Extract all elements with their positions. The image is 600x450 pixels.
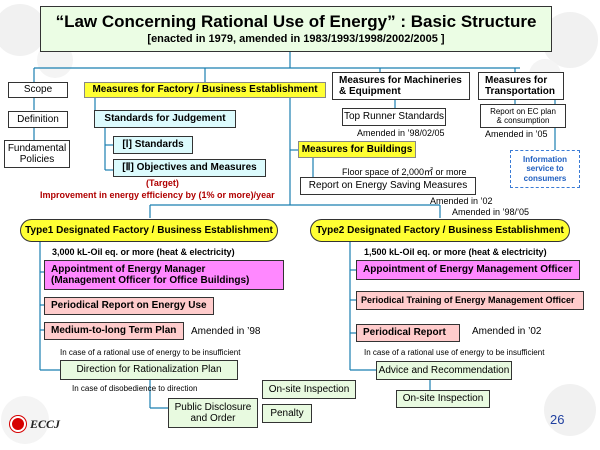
definition-box: Definition [8,111,68,128]
public-disclosure-line1: Public Disclosure [174,401,252,413]
energy-officer-label: Appointment of Energy Management Officer [363,264,573,276]
buildings-amended-1: Amended in ’02 [430,196,493,206]
type2-header-label: Type2 Designated Factory / Business Esta… [316,224,564,236]
page-number: 26 [550,412,565,427]
info-service-box: Information service to consumers [510,150,580,188]
top-runner-box: Top Runner Standards [342,108,446,126]
type1-header: Type1 Designated Factory / Business Esta… [20,219,278,242]
type2-periodical-report-box: Periodical Report [356,324,460,342]
plan-amended: Amended in ’98 [191,326,261,337]
energy-officer-box: Appointment of Energy Management Officer [356,260,580,280]
info-service-line1: Information [523,155,567,165]
eccj-logo: ECCJ [10,416,60,432]
type2-threshold: 1,500 kL-Oil eq. or more (heat & electri… [364,247,547,257]
policies-box: Fundamental Policies [4,140,70,168]
type1-header-label: Type1 Designated Factory / Business Esta… [25,224,273,236]
machinery-header: Measures for Machineries & Equipment [332,72,470,100]
type1-insufficient-text: In case of a rational use of energy to b… [60,348,241,357]
energy-manager-box: Appointment of Energy Manager (Managemen… [44,260,284,290]
standards-item-1: [Ⅰ] Standards [113,136,193,154]
floor-space-text: Floor space of 2,000㎡ or more [342,167,467,177]
type1-threshold: 3,000 kL-Oil eq. or more (heat & electri… [52,247,235,257]
penalty-label: Penalty [270,407,304,419]
type1-onsite-inspection-box: On-site Inspection [262,380,356,399]
title-box: “Law Concerning Rational Use of Energy” … [40,6,552,52]
page-subtitle: [enacted in 1979, amended in 1983/1993/1… [147,33,445,46]
standards-item-1-label: [Ⅰ] Standards [122,139,184,151]
type2-onsite-inspection-label: On-site Inspection [402,393,484,405]
public-disclosure-box: Public Disclosure and Order [168,398,258,428]
officer-training-box: Periodical Training of Energy Management… [356,291,584,310]
eccj-logo-icon [10,416,26,432]
top-runner-label: Top Runner Standards [343,111,445,123]
page-title: “Law Concerning Rational Use of Energy” … [55,11,537,31]
factory-header-label: Measures for Factory / Business Establis… [92,84,318,96]
periodical-report-energy-box: Periodical Report on Energy Use [44,297,214,315]
transport-header-line2: Transportation [485,86,556,97]
energy-saving-report-box: Report on Energy Saving Measures [300,177,476,195]
scope-box: Scope [8,82,68,98]
standards-item-2-label: [Ⅱ] Objectives and Measures [122,162,257,174]
standards-item-2: [Ⅱ] Objectives and Measures [113,159,266,177]
standards-label: Standards for Judgement [104,113,226,125]
energy-manager-line2: (Management Officer for Office Buildings… [51,275,250,286]
buildings-amended-2: Amended in ’98/’05 [452,207,530,217]
type2-periodical-report-label: Periodical Report [363,327,446,339]
officer-training-label: Periodical Training of Energy Management… [361,295,575,306]
penalty-box: Penalty [262,404,312,423]
energy-saving-report-label: Report on Energy Saving Measures [308,180,468,192]
eccj-logo-text: ECCJ [30,416,61,431]
periodical-report-energy-label: Periodical Report on Energy Use [51,300,207,312]
transport-header: Measures for Transportation [478,72,564,100]
info-service-line2: service to [526,164,564,174]
ec-report-box: Report on EC plan & consumption [480,104,566,128]
target-label: (Target) [146,178,179,188]
transport-amended: Amended in ’05 [485,129,548,139]
policies-line2: Policies [19,154,55,165]
machinery-amended: Amended in ’98/02/05 [357,128,445,138]
type2-insufficient-text: In case of a rational use of energy to b… [364,348,545,357]
type2-onsite-inspection-box: On-site Inspection [396,390,490,408]
direction-plan-box: Direction for Rationalization Plan [60,360,238,380]
target-text: Improvement in energy efficiency by (1% … [40,190,275,200]
energy-manager-line1: Appointment of Energy Manager [51,263,206,275]
type2-report-amended: Amended in ’02 [472,326,542,337]
policies-line1: Fundamental [7,142,67,154]
definition-label: Definition [17,113,59,125]
info-service-line3: consumers [523,173,567,183]
buildings-header-label: Measures for Buildings [301,143,413,155]
advice-recommendation-box: Advice and Recommendation [376,361,512,380]
ec-report-line2: & consumption [496,116,550,125]
direction-plan-label: Direction for Rationalization Plan [76,364,222,376]
ec-report-line1: Report on EC plan [490,106,556,116]
machinery-header-line1: Measures for Machineries [339,74,462,86]
type2-header: Type2 Designated Factory / Business Esta… [310,219,570,242]
advice-recommendation-label: Advice and Recommendation [378,364,510,376]
buildings-header: Measures for Buildings [298,141,416,158]
disobedience-text: In case of disobedience to direction [72,384,198,393]
transport-header-line1: Measures for [485,74,548,86]
type1-onsite-inspection-label: On-site Inspection [268,383,350,395]
public-disclosure-line2: and Order [190,413,236,424]
scope-label: Scope [23,84,53,96]
medium-long-plan-box: Medium-to-long Term Plan [44,322,184,340]
factory-measures-header: Measures for Factory / Business Establis… [84,82,326,98]
standards-judgement-box: Standards for Judgement [94,110,236,128]
machinery-header-line2: & Equipment [339,86,401,97]
medium-long-plan-label: Medium-to-long Term Plan [51,325,177,337]
